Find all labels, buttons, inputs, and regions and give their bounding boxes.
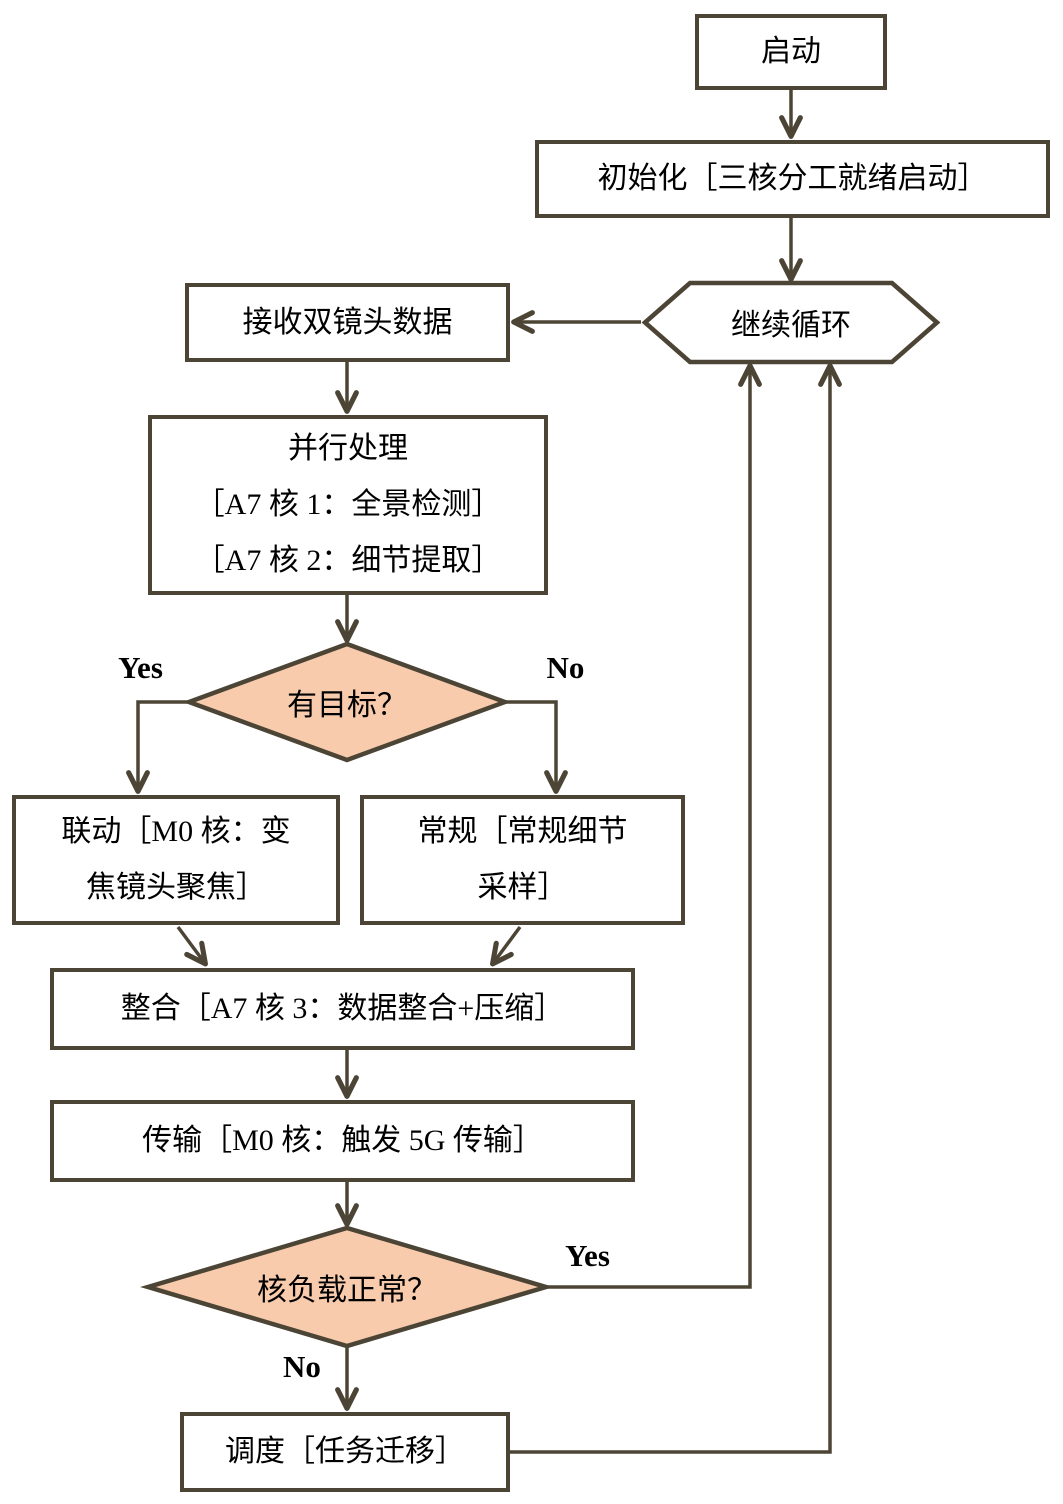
decision-target-label: 有目标？ bbox=[287, 689, 407, 722]
node-regular: 常规［常规细节 采样］ bbox=[360, 795, 685, 925]
node-loop-label: 继续循环 bbox=[731, 309, 851, 342]
node-transmit: 传输［M0 核：触发 5G 传输］ bbox=[50, 1100, 635, 1182]
connector-load-yes-loop bbox=[546, 363, 762, 1289]
node-linkage: 联动［M0 核：变 焦镜头聚焦］ bbox=[12, 795, 340, 925]
node-schedule: 调度［任务迁移］ bbox=[180, 1412, 510, 1492]
connector-target-no-regular bbox=[505, 700, 568, 794]
edge-label-target-yes: Yes bbox=[118, 650, 163, 685]
connector-schedule-loop bbox=[510, 363, 842, 1454]
node-parallel: 并行处理 ［A7 核 1：全景检测］ ［A7 核 2：细节提取］ bbox=[148, 415, 548, 595]
node-receive: 接收双镜头数据 bbox=[185, 283, 510, 362]
node-integrate-label: 整合［A7 核 3：数据整合+压缩］ bbox=[120, 992, 565, 1025]
node-transmit-label: 传输［M0 核：触发 5G 传输］ bbox=[142, 1124, 543, 1157]
decision-load-label: 核负载正常？ bbox=[257, 1274, 437, 1307]
node-linkage-line1: 联动［M0 核：变 bbox=[61, 815, 291, 848]
edge-label-target-no: No bbox=[546, 650, 585, 685]
node-integrate: 整合［A7 核 3：数据整合+压缩］ bbox=[50, 968, 635, 1050]
node-parallel-line2: ［A7 核 1：全景检测］ bbox=[194, 488, 502, 521]
edge-label-load-no: No bbox=[283, 1349, 321, 1384]
node-regular-line1: 常规［常规细节 bbox=[417, 815, 628, 848]
node-parallel-line1: 并行处理 bbox=[288, 432, 408, 465]
connector-linkage-integrate bbox=[176, 925, 208, 967]
node-init-label: 初始化［三核分工就绪启动］ bbox=[597, 162, 988, 195]
node-linkage-line2: 焦镜头聚焦］ bbox=[86, 871, 266, 904]
connector-target-yes-linkage bbox=[126, 700, 189, 794]
edge-label-load-yes: Yes bbox=[565, 1238, 610, 1273]
node-parallel-line3: ［A7 核 2：细节提取］ bbox=[194, 544, 502, 577]
node-regular-line2: 采样］ bbox=[477, 871, 568, 904]
node-receive-label: 接收双镜头数据 bbox=[242, 305, 453, 339]
node-init: 初始化［三核分工就绪启动］ bbox=[535, 140, 1050, 218]
decision-target-shape bbox=[182, 641, 512, 763]
connector-regular-integrate bbox=[490, 925, 522, 967]
node-start-label: 启动 bbox=[761, 35, 821, 68]
node-schedule-label: 调度［任务迁移］ bbox=[225, 1435, 465, 1468]
node-start: 启动 bbox=[695, 14, 887, 90]
loop-hexagon-shape bbox=[641, 280, 941, 365]
